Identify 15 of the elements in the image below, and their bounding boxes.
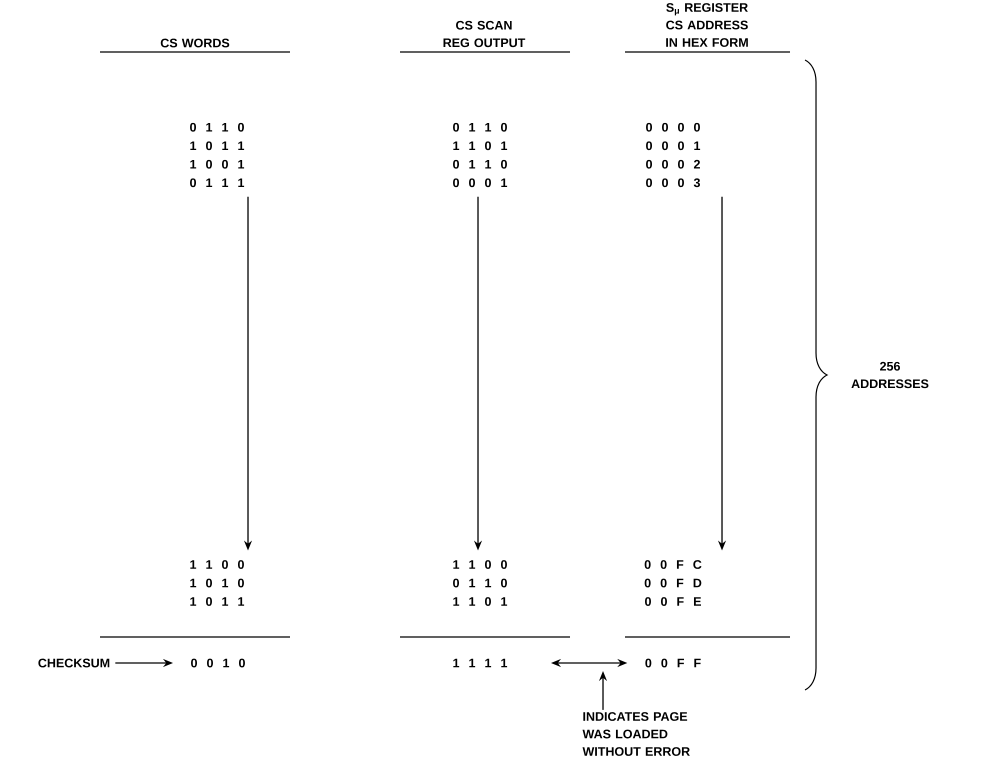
bit-pattern: 0 0 1 0	[191, 658, 245, 668]
bit-rows: 1 1 0 0 0 1 1 0 1 1 0 1	[453, 560, 508, 606]
row-label: CHECKSUM	[38, 658, 110, 668]
brace-label: 256 ADDRESSES	[851, 362, 928, 388]
column-heading: CS SCAN REG OUTPUT	[444, 20, 526, 48]
column-heading: S$_{μ}$ REGISTER CS ADDRESS IN HEX FORM	[666, 3, 748, 47]
bit-rows: 0 1 1 0 1 1 0 1 0 1 1 0 0 0 0 1	[453, 122, 508, 188]
bit-rows: 1 1 0 0 1 0 1 0 1 0 1 1	[190, 560, 244, 606]
note-text: INDICATES PAGE WAS LOADED WITHOUT ERROR	[582, 712, 690, 756]
bit-pattern: 1 1 1 1	[453, 658, 508, 668]
bit-pattern: 0 0 F F	[645, 658, 701, 668]
bit-rows: 0 0 F C 0 0 F D 0 0 F E	[644, 560, 702, 606]
bit-rows: 0 0 0 0 0 0 0 1 0 0 0 2 0 0 0 3	[646, 122, 700, 188]
bit-rows: 0 1 1 0 1 0 1 1 1 0 0 1 0 1 1 1	[190, 122, 244, 188]
column-heading: CS WORDS	[160, 38, 230, 48]
